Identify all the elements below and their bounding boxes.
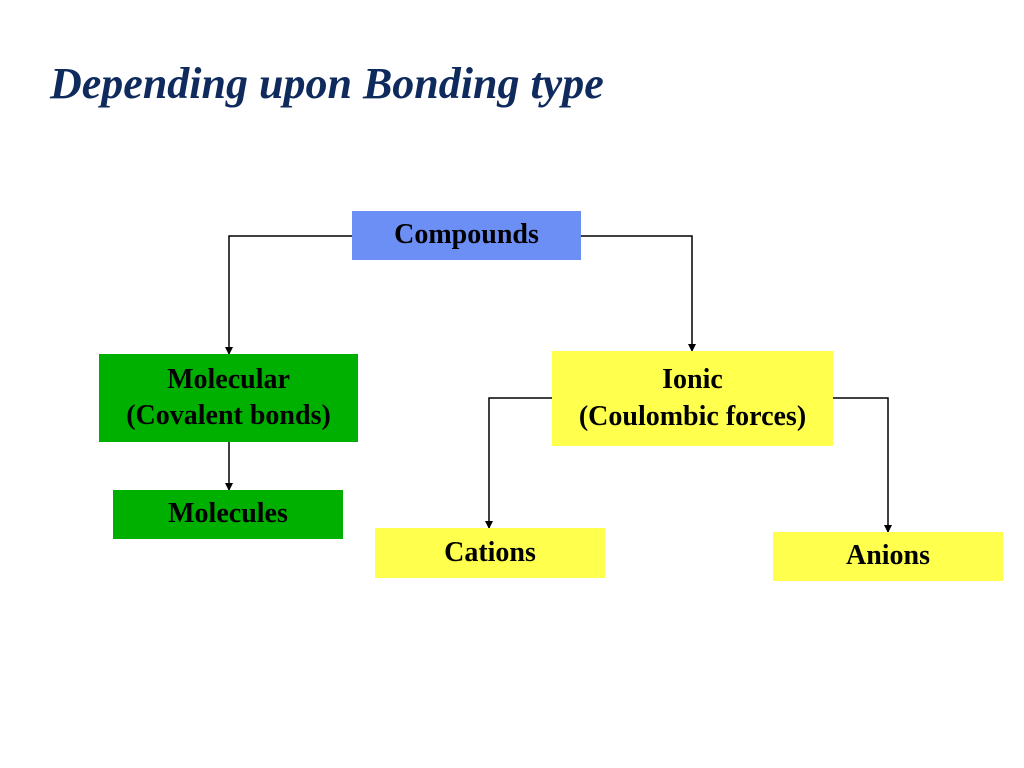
edge-ionic-anions bbox=[833, 397, 892, 533]
edge-compounds-ionic bbox=[581, 235, 696, 352]
edge-compounds-molecular bbox=[225, 235, 352, 355]
node-cations: Cations bbox=[375, 528, 605, 578]
edge-ionic-cations bbox=[485, 397, 552, 529]
node-compounds: Compounds bbox=[352, 211, 581, 260]
node-molecules: Molecules bbox=[113, 490, 343, 539]
node-ionic-sublabel: (Coulombic forces) bbox=[578, 400, 807, 432]
node-compounds-label: Compounds bbox=[394, 219, 539, 251]
node-molecules-label: Molecules bbox=[168, 498, 288, 530]
node-anions: Anions bbox=[773, 532, 1003, 581]
node-anions-label: Anions bbox=[845, 540, 931, 572]
node-molecular-label: Molecular bbox=[167, 363, 290, 395]
slide-title: Depending upon Bonding type bbox=[50, 59, 604, 108]
node-molecular: Molecular (Covalent bonds) bbox=[99, 354, 358, 442]
node-ionic-label: Ionic bbox=[662, 364, 723, 396]
node-cations-label: Cations bbox=[444, 536, 536, 568]
node-ionic: Ionic (Coulombic forces) bbox=[552, 351, 833, 446]
node-molecular-sublabel: (Covalent bonds) bbox=[126, 400, 331, 431]
